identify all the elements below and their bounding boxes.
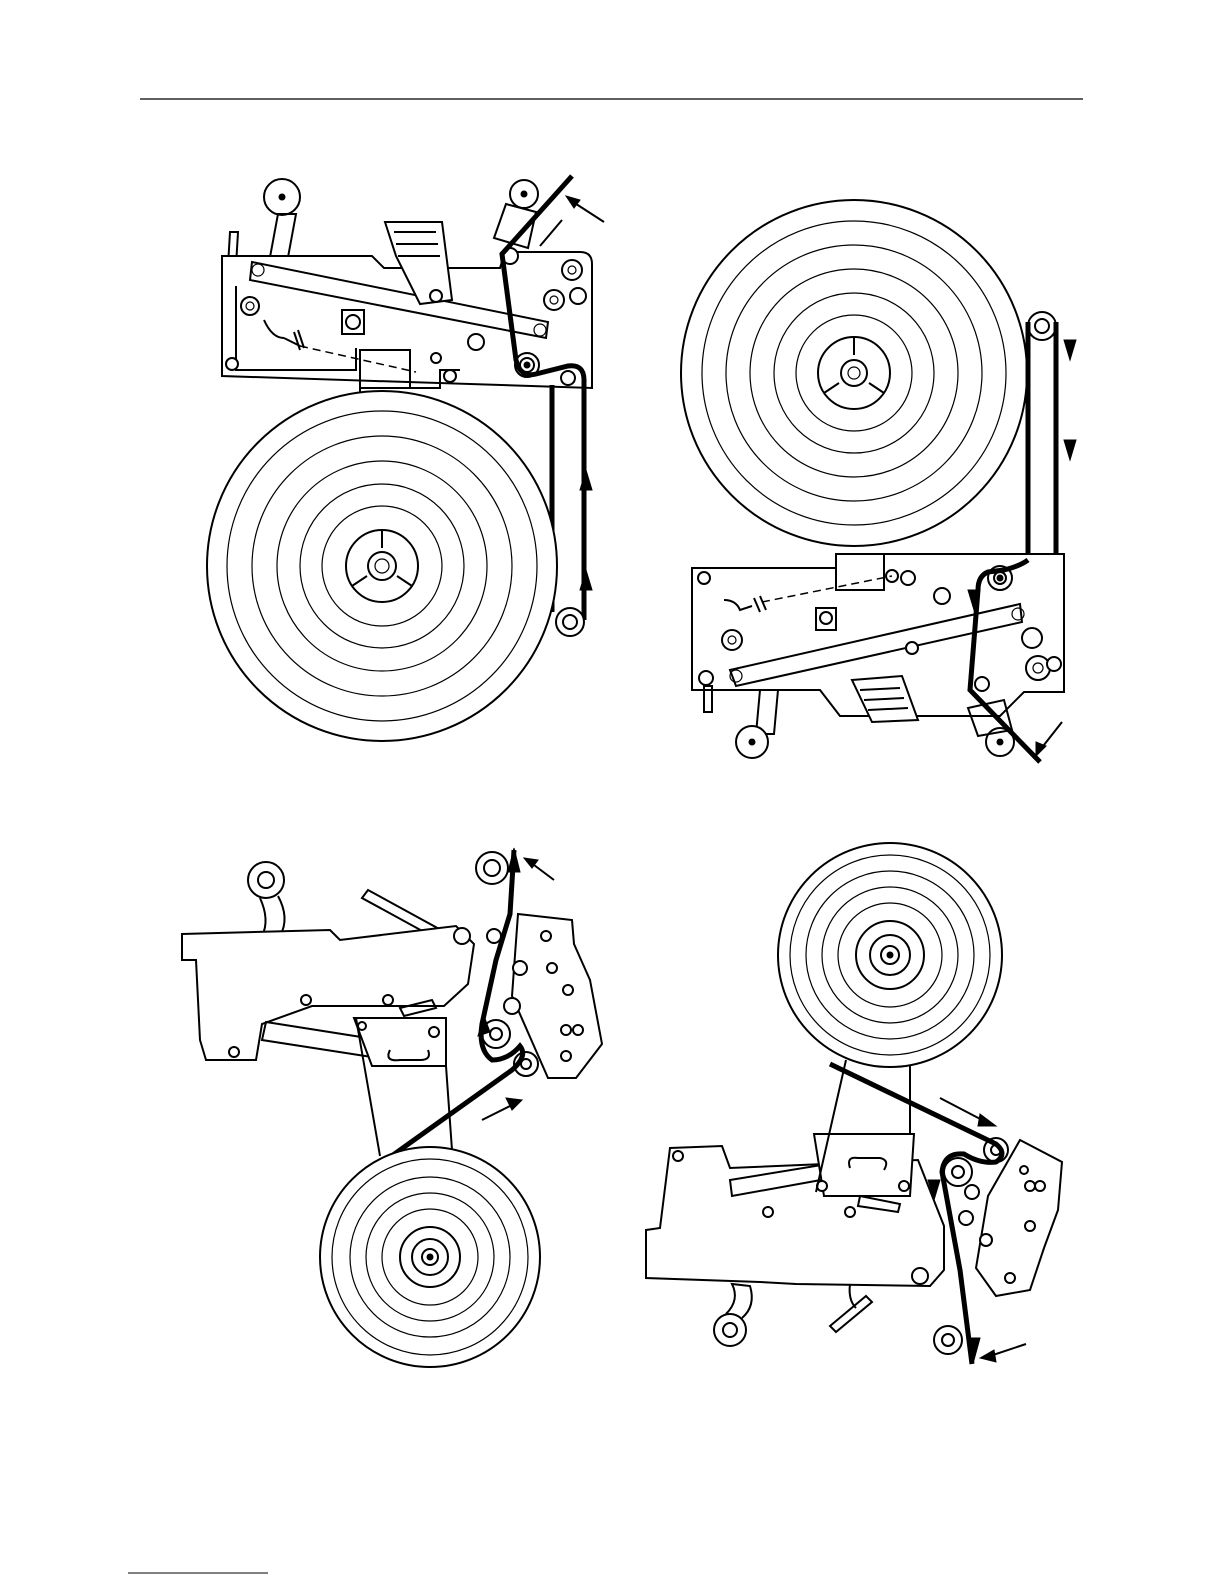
supply-reel-large [207, 391, 557, 741]
supply-reel-small [320, 1147, 540, 1367]
supply-reel-small [778, 843, 1002, 1067]
figure-bottom-left [182, 848, 602, 1367]
figure-bottom-right [646, 843, 1062, 1364]
figure-top-left [207, 176, 604, 741]
knob-arm [264, 179, 300, 268]
supply-reel-large [681, 200, 1027, 546]
figure-top-right [681, 200, 1076, 762]
